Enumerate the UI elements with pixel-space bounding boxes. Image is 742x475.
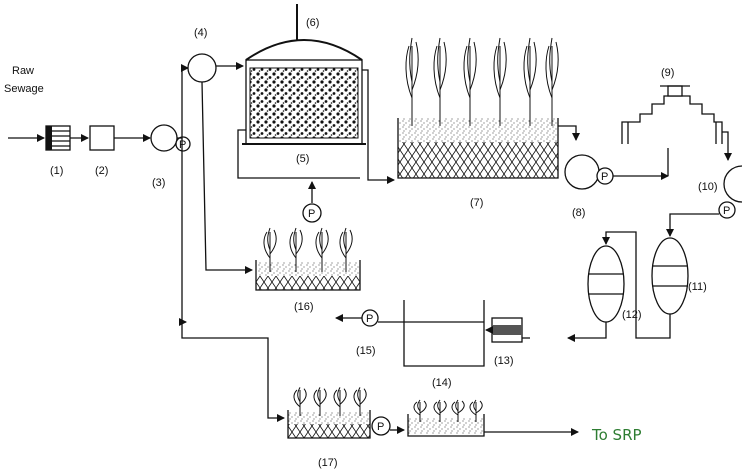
unit-8-pump bbox=[564, 154, 600, 190]
plant-icon bbox=[463, 37, 477, 126]
pump-10-label: P bbox=[723, 205, 730, 217]
label-9: (9) bbox=[661, 67, 674, 79]
unit-3-pump bbox=[150, 124, 178, 152]
label-16: (16) bbox=[294, 301, 314, 313]
arrow-12-13 bbox=[567, 322, 607, 342]
label-3: (3) bbox=[152, 177, 165, 189]
pump-3-label: P bbox=[179, 139, 186, 151]
arrow-7-8 bbox=[558, 125, 580, 141]
plant-icon bbox=[469, 399, 483, 422]
pump-17-label: P bbox=[377, 421, 384, 433]
label-7: (7) bbox=[470, 197, 483, 209]
label-13: (13) bbox=[494, 355, 514, 367]
unit-1-screen bbox=[45, 125, 71, 151]
label-12: (12) bbox=[622, 309, 642, 321]
plant-icon bbox=[493, 37, 507, 126]
plant-icon bbox=[263, 227, 277, 272]
label-5: (5) bbox=[296, 153, 309, 165]
unit-11-filter bbox=[651, 237, 689, 315]
plant-icon bbox=[451, 399, 465, 422]
plant-icon bbox=[353, 387, 367, 416]
arrow-11-12 bbox=[602, 231, 671, 339]
wetland-16-plants bbox=[263, 227, 353, 272]
pump-5 bbox=[302, 203, 322, 223]
plant-icon bbox=[315, 227, 329, 272]
plant-icon bbox=[313, 387, 327, 416]
unit-16-wetland bbox=[255, 260, 361, 291]
arrow-to-17 bbox=[181, 320, 285, 422]
raw-label-line1: Raw bbox=[12, 65, 34, 77]
unit-17b-wetland bbox=[407, 414, 485, 437]
label-6: (6) bbox=[306, 17, 319, 29]
pump-15-label: P bbox=[366, 313, 373, 325]
unit-6-reactor bbox=[242, 4, 366, 145]
wetland-17a-plants bbox=[293, 387, 367, 416]
arrow-6-7 bbox=[362, 69, 395, 184]
pump-17 bbox=[371, 416, 391, 436]
label-1: (1) bbox=[50, 165, 63, 177]
plant-icon bbox=[293, 387, 307, 416]
plant-icon bbox=[545, 37, 559, 126]
unit-12-filter bbox=[587, 245, 625, 323]
wetland-7-plants bbox=[405, 37, 559, 126]
pump-8-label: P bbox=[601, 171, 608, 183]
arrow-10-11 bbox=[666, 213, 719, 237]
label-17: (17) bbox=[318, 457, 338, 469]
recycle-line-left bbox=[237, 129, 312, 179]
unit-10-pump bbox=[723, 165, 742, 203]
plant-icon bbox=[333, 387, 347, 416]
unit-17a-wetland bbox=[287, 410, 371, 439]
label-4: (4) bbox=[194, 27, 207, 39]
unit-4-splitter bbox=[187, 53, 217, 83]
label-14: (14) bbox=[432, 377, 452, 389]
pump-10-badge bbox=[718, 201, 736, 219]
plant-icon bbox=[339, 227, 353, 272]
to-srp-label: To SRP bbox=[591, 426, 642, 444]
unit-7-wetland bbox=[397, 118, 559, 179]
label-2: (2) bbox=[95, 165, 108, 177]
plant-icon bbox=[405, 37, 419, 126]
unit-2-box bbox=[89, 125, 115, 151]
pump-3-badge bbox=[175, 136, 191, 152]
arrow-4-16 bbox=[201, 81, 253, 274]
unit-9-stepped bbox=[621, 85, 723, 144]
label-8: (8) bbox=[572, 207, 585, 219]
unit-13-cartridge bbox=[491, 317, 523, 343]
riser-3-4 bbox=[177, 64, 189, 139]
wetland-17b-plants bbox=[413, 399, 483, 422]
plant-icon bbox=[289, 227, 303, 272]
raw-label-line2: Sewage bbox=[4, 83, 44, 95]
arrow-9-10 bbox=[722, 131, 732, 161]
label-11: (11) bbox=[688, 281, 707, 293]
plant-icon bbox=[413, 399, 427, 422]
label-15: (15) bbox=[356, 345, 376, 357]
plant-icon bbox=[433, 399, 447, 422]
unit-14-tank bbox=[403, 300, 485, 367]
label-10: (10) bbox=[698, 181, 718, 193]
plant-icon bbox=[433, 37, 447, 126]
plant-icon bbox=[523, 37, 537, 126]
pump-5-label: P bbox=[308, 208, 315, 220]
